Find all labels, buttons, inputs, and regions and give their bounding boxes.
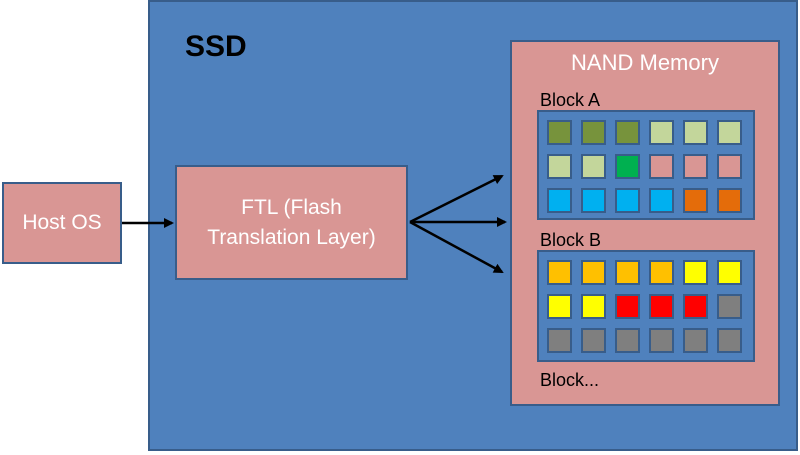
ftl-box: FTL (Flash Translation Layer): [175, 165, 408, 280]
nand-page-cell: [717, 120, 742, 145]
nand-page-cell: [615, 260, 640, 285]
nand-page-cell: [683, 328, 708, 353]
nand-page-cell: [547, 260, 572, 285]
nand-page-cell: [581, 294, 606, 319]
nand-page-cell: [683, 154, 708, 179]
block-a: [537, 110, 755, 220]
nand-page-cell: [615, 328, 640, 353]
nand-page-cell: [683, 294, 708, 319]
nand-page-cell: [615, 188, 640, 213]
nand-page-cell: [615, 120, 640, 145]
nand-page-cell: [717, 188, 742, 213]
nand-page-cell: [649, 154, 674, 179]
nand-page-cell: [615, 294, 640, 319]
nand-page-cell: [683, 120, 708, 145]
nand-page-cell: [649, 328, 674, 353]
block-more-label: Block...: [540, 370, 600, 390]
nand-page-cell: [615, 154, 640, 179]
nand-memory-title: NAND Memory: [571, 50, 719, 75]
nand-page-cell: [547, 154, 572, 179]
nand-page-cell: [581, 188, 606, 213]
nand-page-cell: [717, 328, 742, 353]
ftl-label: FTL (Flash Translation Layer): [207, 195, 376, 249]
host-os-box: Host OS: [2, 182, 122, 264]
nand-page-cell: [547, 120, 572, 145]
nand-page-cell: [649, 260, 674, 285]
nand-page-cell: [581, 260, 606, 285]
nand-page-cell: [683, 260, 708, 285]
nand-page-cell: [649, 294, 674, 319]
arrow-ftl-to-upper: [409, 174, 504, 224]
block-b-label: Block B: [540, 230, 602, 250]
ssd-title: SSD: [185, 30, 247, 63]
nand-page-cell: [717, 260, 742, 285]
nand-page-cell: [649, 120, 674, 145]
nand-page-cell: [581, 154, 606, 179]
nand-page-cell: [547, 188, 572, 213]
nand-page-cell: [547, 294, 572, 319]
arrow-ftl-to-lower: [409, 220, 504, 274]
nand-page-cell: [717, 294, 742, 319]
host-os-label: Host OS: [22, 211, 102, 234]
nand-page-cell: [683, 188, 708, 213]
nand-page-cell: [547, 328, 572, 353]
nand-page-cell: [717, 154, 742, 179]
nand-page-cell: [649, 188, 674, 213]
block-a-label: Block A: [540, 90, 601, 110]
nand-page-cell: [581, 120, 606, 145]
nand-page-cell: [581, 328, 606, 353]
block-b: [537, 250, 755, 362]
